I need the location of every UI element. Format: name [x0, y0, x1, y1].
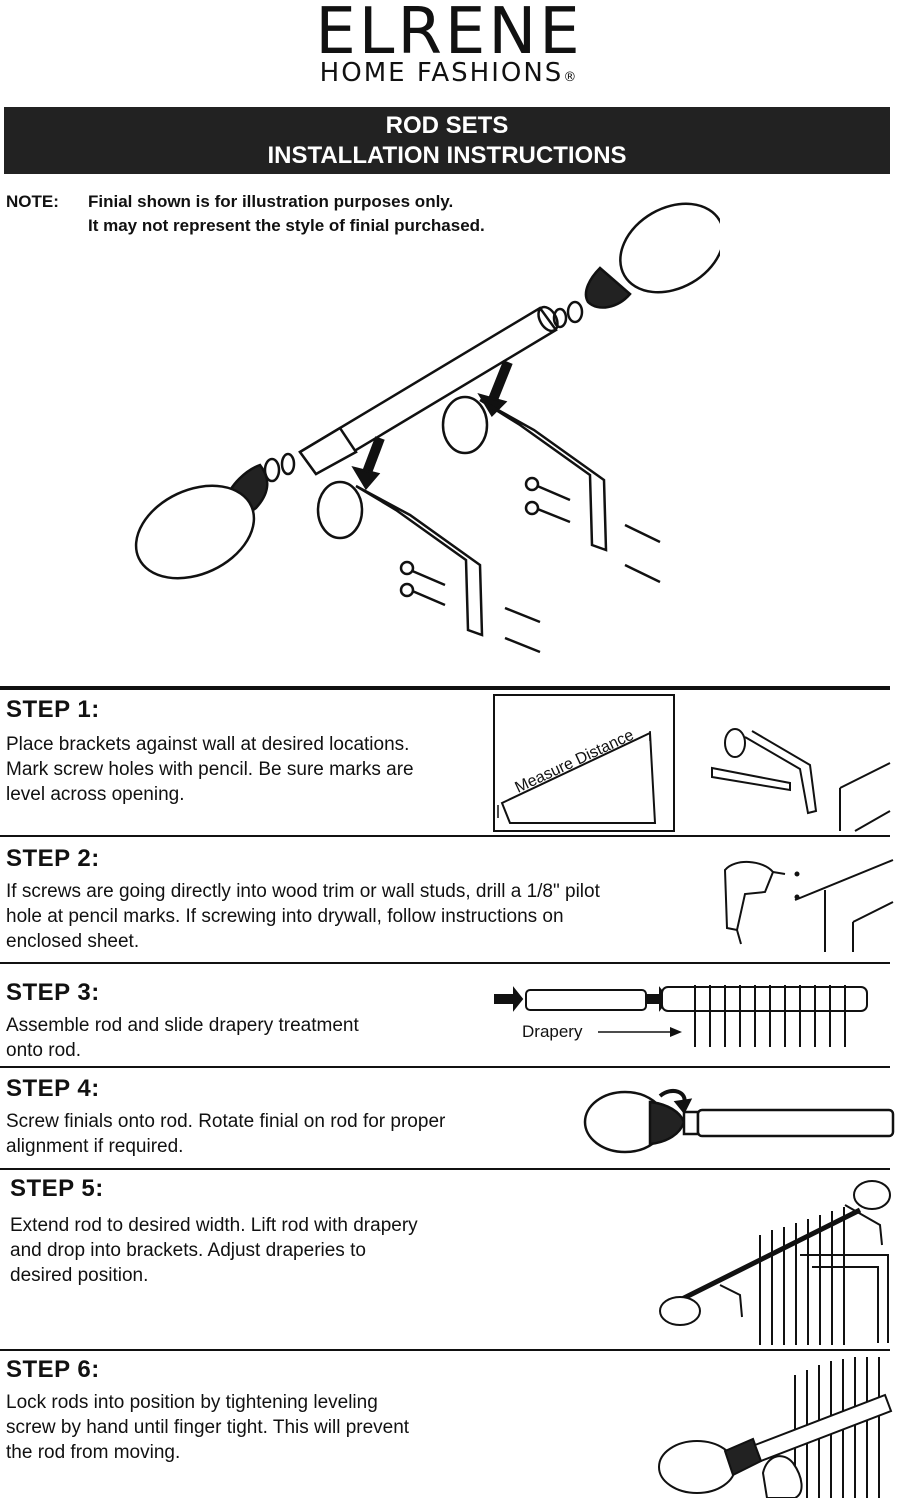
drapery-label: Drapery — [522, 1022, 583, 1041]
note-block: NOTE: Finial shown is for illustration pu… — [6, 190, 485, 238]
note-line-2: It may not represent the style of finial… — [88, 216, 485, 235]
divider-rule — [0, 1066, 890, 1068]
step-6-lock-illustration — [658, 1357, 893, 1498]
step-2-drill-illustration — [723, 859, 894, 952]
banner-line-2: INSTALLATION INSTRUCTIONS — [267, 142, 627, 169]
step-1: STEP 1: Place brackets against wall at d… — [6, 696, 414, 807]
divider-rule — [0, 962, 890, 964]
divider-rule — [0, 1168, 890, 1170]
brand-name: ELRENE — [315, 0, 583, 69]
exploded-assembly-illustration — [134, 202, 720, 654]
step-6-body: Lock rods into position by tightening le… — [6, 1392, 410, 1463]
registered-mark: ® — [563, 70, 579, 85]
step-4: STEP 4: Screw finials onto rod. Rotate f… — [6, 1075, 445, 1159]
step-4-title: STEP 4: — [6, 1075, 100, 1102]
divider-rule — [0, 835, 890, 837]
step-2-title: STEP 2: — [6, 845, 100, 872]
step-3: STEP 3: Assemble rod and slide drapery t… — [6, 979, 359, 1063]
banner-line-1: ROD SETS — [385, 112, 509, 139]
step-1-body: Place brackets against wall at desired l… — [6, 734, 414, 805]
step-3-drapery-illustration: Drapery — [494, 985, 868, 1047]
step-5-title: STEP 5: — [10, 1175, 104, 1202]
note-label: NOTE: — [6, 192, 59, 211]
divider-rule — [0, 686, 890, 690]
step-6: STEP 6: Lock rods into position by tight… — [6, 1356, 409, 1465]
note-line-1: Finial shown is for illustration purpose… — [88, 192, 454, 211]
step-3-title: STEP 3: — [6, 979, 100, 1006]
step-2-body: If screws are going directly into wood t… — [6, 881, 600, 952]
title-banner: ROD SETS INSTALLATION INSTRUCTIONS — [4, 107, 890, 174]
brand-subtitle: HOME FASHIONS — [319, 58, 564, 88]
step-1-illustration: Measure Distance — [493, 694, 891, 832]
step-5-install-illustration — [659, 1180, 891, 1345]
step-4-finial-illustration — [583, 1088, 895, 1154]
step-3-body: Assemble rod and slide drapery treatment… — [6, 1015, 359, 1061]
step-4-body: Screw finials onto rod. Rotate finial on… — [6, 1111, 446, 1157]
step-5: STEP 5: Extend rod to desired width. Lif… — [10, 1175, 418, 1288]
step-5-body: Extend rod to desired width. Lift rod wi… — [10, 1215, 418, 1286]
divider-rule — [0, 1349, 890, 1351]
brand-logo: ELRENE HOME FASHIONS® — [0, 0, 898, 91]
step-6-title: STEP 6: — [6, 1356, 100, 1383]
step-1-title: STEP 1: — [6, 696, 100, 723]
step-2: STEP 2: If screws are going directly int… — [6, 845, 600, 954]
